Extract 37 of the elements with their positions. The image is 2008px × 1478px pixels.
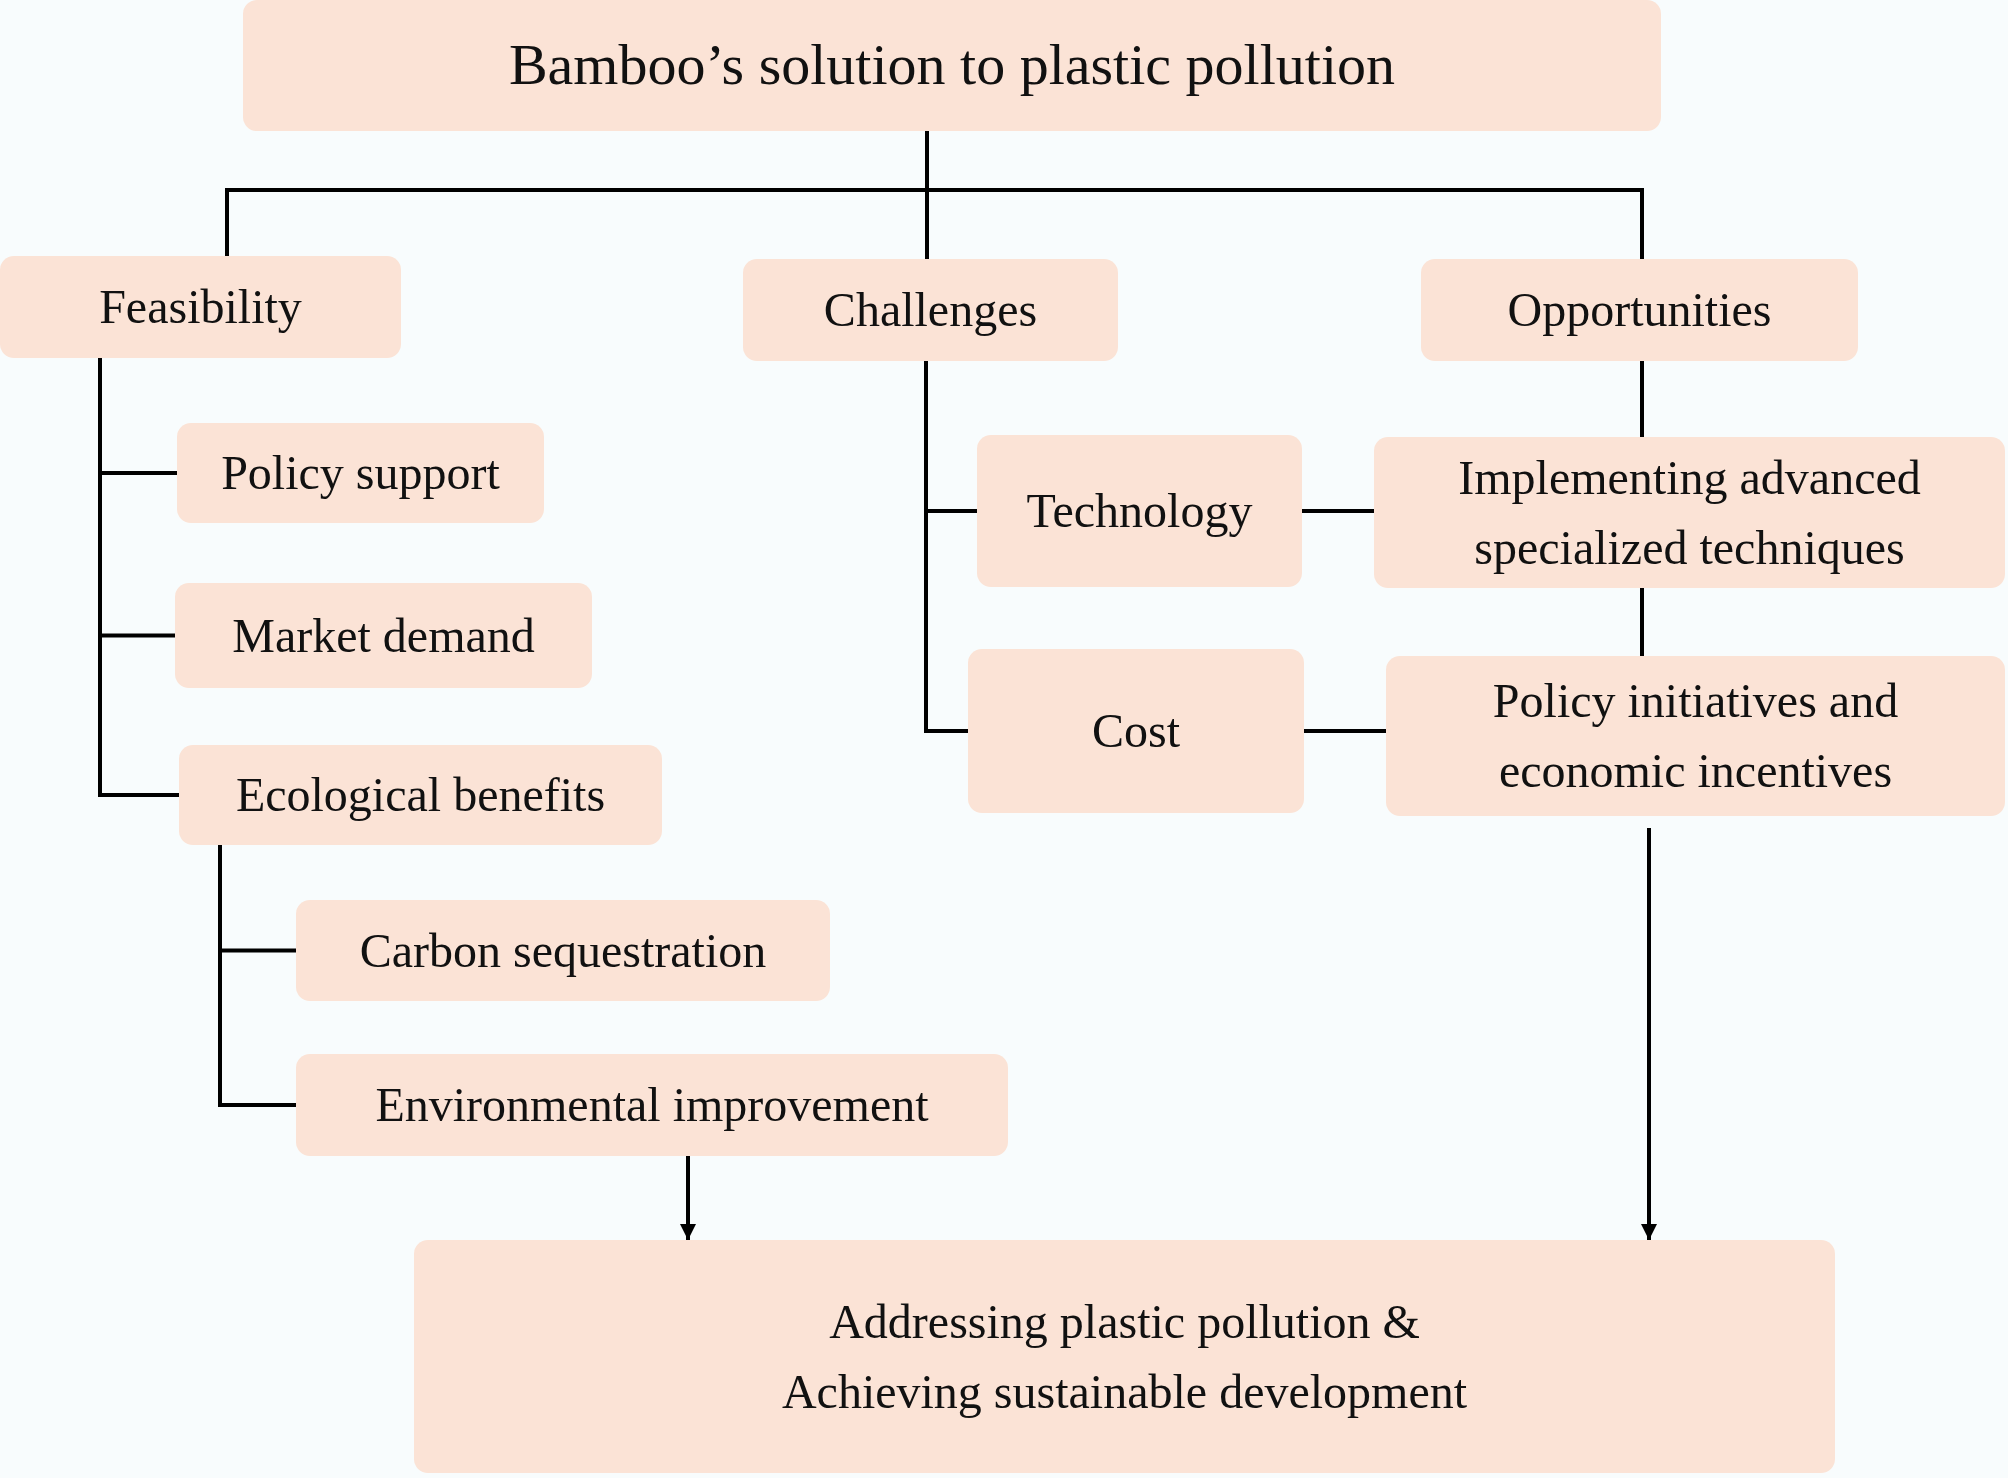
node-label: Carbon sequestration	[359, 922, 767, 979]
connector-line	[1640, 361, 1644, 437]
text-box	[0, 256, 401, 358]
connector-line	[1640, 588, 1644, 656]
node-label: Opportunities	[1507, 282, 1772, 339]
text-box	[414, 1240, 1835, 1473]
text-box	[179, 745, 662, 845]
connector-line	[98, 358, 179, 797]
text-box	[977, 435, 1302, 587]
text-box	[296, 900, 830, 1001]
node-label: Policy initiatives and economic incentives	[1491, 673, 1900, 799]
text-box	[743, 259, 1118, 361]
node-label: Technology	[1026, 483, 1253, 540]
text-box	[177, 423, 544, 523]
text-box	[296, 1054, 1008, 1156]
node-label: Feasibility	[99, 279, 302, 336]
connector-line	[218, 845, 296, 1107]
node-label: Market demand	[232, 607, 535, 664]
node-label: Environmental improvement	[375, 1077, 929, 1134]
title-text: Bamboo’s solution to plastic pollution	[508, 31, 1396, 100]
text-box	[1386, 656, 2005, 816]
connector-line	[924, 361, 968, 733]
node-label: Addressing plastic pollution & Achieving sustainable development	[780, 1293, 1469, 1420]
arrow	[680, 1156, 696, 1240]
text-box	[175, 583, 592, 688]
text-box	[1421, 259, 1858, 361]
connector-line	[1302, 509, 1374, 513]
title-box	[243, 0, 1661, 131]
node-label: Policy support	[221, 445, 500, 502]
arrow	[1641, 828, 1657, 1240]
node-label: Ecological benefits	[235, 767, 606, 824]
node-label: Challenges	[823, 282, 1038, 339]
connector-line	[1304, 729, 1386, 733]
text-box	[1374, 437, 2005, 588]
text-box	[968, 649, 1304, 813]
node-label: Implementing advanced specialized techniques	[1457, 449, 1922, 576]
node-label: Cost	[1092, 703, 1180, 760]
